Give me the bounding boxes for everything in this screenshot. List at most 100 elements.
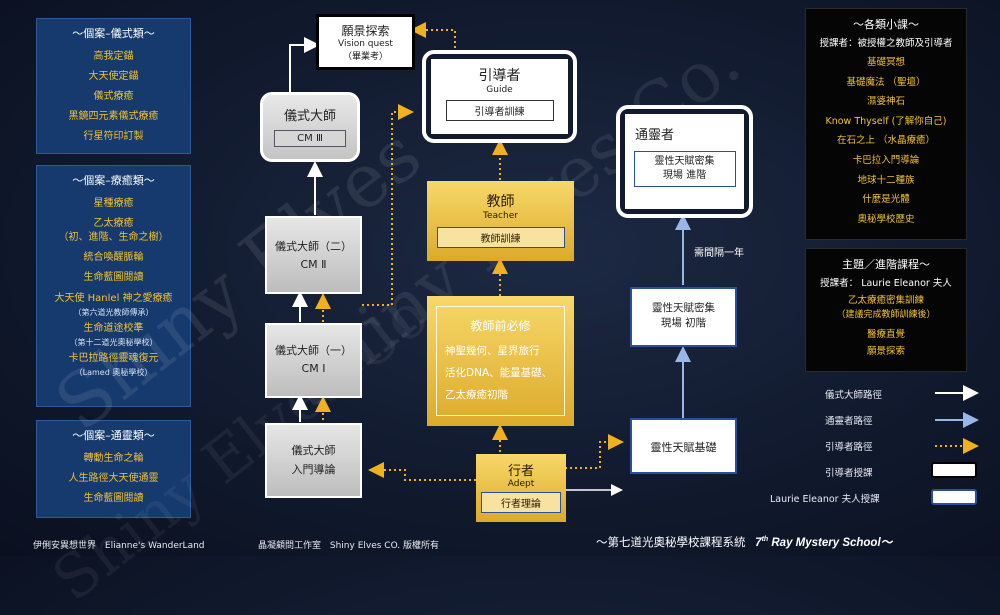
ritual-list: 高我定錨 大天使定錨 儀式療癒 黑鏡四元素儀式療癒 行星符印訂製 (37, 47, 190, 147)
legend-box-laurie (931, 489, 977, 505)
box-inner-course[interactable]: 引導者訓練 (445, 100, 554, 121)
list-item-note: （第十二道光奧秘學校） (69, 338, 158, 347)
gift-basic-box[interactable]: 靈性天賦基礎 (630, 418, 737, 474)
panel-header: ～個案–通靈類～ (72, 429, 155, 442)
panel-header: 主題／進階課程～ (842, 258, 930, 271)
box-subtitle: Vision quest (338, 39, 393, 49)
list-item[interactable]: 卡巴拉入門導論 (852, 154, 920, 166)
footer-studio: 晶凝顧問工作室 (258, 541, 322, 551)
list-item[interactable]: 行星符印訂製 (83, 131, 144, 142)
panel-teacher-note: 授課者：被授權之教師及引導者 (819, 38, 953, 49)
ritual-intro-box[interactable]: 儀式大師 入門導論 (265, 423, 362, 498)
box-subtitle: CM Ⅰ (301, 362, 326, 375)
cm2-box[interactable]: 儀式大師（二） CM Ⅱ (265, 216, 362, 294)
box-inner-course[interactable]: 行者理論 (481, 492, 561, 513)
box-subtitle: Guide (486, 85, 513, 95)
legend-label-guide-teach: 引導者授課 (825, 468, 873, 479)
box-title: 行者 (507, 464, 534, 479)
legend-label-ritual: 儀式大師路徑 (825, 390, 883, 401)
list-item[interactable]: 儀式療癒 (93, 91, 134, 102)
box-subtitle: Adept (507, 479, 535, 489)
arrow-cm3-to-vision (289, 37, 320, 92)
list-item[interactable]: 卡巴拉路徑靈魂復元 (68, 353, 159, 364)
arrow-dotted-cm2-to-guide (362, 104, 414, 306)
box-subtitle: CM Ⅱ (300, 258, 327, 271)
footer-brand-cn: 伊俐安異想世界 (33, 541, 97, 551)
panel-header: ～個案–療癒類～ (72, 174, 155, 187)
footer-en-suffix: Ray Mystery School～ (768, 537, 893, 549)
list-item[interactable]: 願景探索 (866, 346, 905, 357)
gift-intensive-intro-box[interactable]: 靈性天賦密集 現場 初階 (630, 287, 737, 347)
panel-header: ～各類小課～ (853, 18, 919, 31)
list-item[interactable]: Know Thyself (了解你自己) (825, 115, 947, 127)
guide-box-inner: 引導者 Guide 引導者訓練 (431, 59, 568, 134)
arrow-dotted-guide-to-vision (410, 22, 456, 48)
arrow-dotted-gift-to-cm2 (580, 350, 614, 360)
box-title: 靈性天賦基礎 (650, 441, 717, 454)
list-item[interactable]: 統合喚醒脈輪 (83, 252, 144, 263)
gap-note: 需間隔一年 (694, 248, 744, 259)
minor-courses-panel: ～各類小課～ 授課者：被授權之教師及引導者 基礎冥想 基礎魔法 （聖壇） 濕婆神… (805, 8, 967, 240)
pre-teacher-inner: 教師前必修 神聖幾何、星界旅行 活化DNA、能量基礎、 乙太療癒初階 (436, 306, 565, 416)
topic-courses-panel: 主題／進階課程～ 授課者： Laurie Eleanor 夫人 乙太療癒密集訓練… (805, 248, 967, 372)
channeling-cases-panel: ～個案–通靈類～ 轉動生命之輪 人生路徑大天使通靈 生命藍圖閱讀 (36, 420, 191, 518)
legend-label-guide-path: 引導者路徑 (825, 442, 873, 453)
footer-middle: 晶凝顧問工作室 Shiny Elves CO. 版權所有 (258, 538, 439, 551)
box-title: 靈性天賦密集 現場 初階 (652, 302, 715, 329)
list-item[interactable]: 星種療癒 (93, 198, 134, 209)
list-item-note: （第六道光教師傳承） (73, 308, 154, 317)
box-inner-course[interactable]: 靈性天賦密集 現場 進階 (633, 151, 736, 187)
vision-quest-box[interactable]: 願景探索 Vision quest （畢業考） (316, 14, 415, 70)
list-item[interactable]: 人生路徑大天使通靈 (68, 473, 159, 484)
box-title: 儀式大師（一） (275, 344, 352, 357)
list-item[interactable]: 什麼是光體 (862, 194, 910, 206)
list-item[interactable]: 在石之上 （水晶療癒） (836, 135, 936, 147)
list-item[interactable]: 基礎冥想 (866, 57, 905, 68)
box-title: 儀式大師（二） (275, 240, 352, 253)
box-inner-course[interactable]: CM Ⅲ (274, 130, 346, 147)
list-item[interactable]: 基礎魔法 （聖壇） (846, 76, 926, 88)
legend-label-medium: 通靈者路徑 (825, 416, 873, 427)
list-item[interactable]: 地球十二種族 (857, 174, 915, 186)
box-inner-course[interactable]: 教師訓練 (436, 227, 565, 248)
list-item[interactable]: 生命藍圖閱讀 (83, 272, 144, 283)
list-item[interactable]: 轉動生命之輪 (83, 453, 144, 464)
list-item[interactable]: 生命藍圖閱讀 (83, 493, 144, 504)
box-title: 通靈者 (635, 128, 675, 143)
list-item[interactable]: 黑鏡四元素儀式療癒 (68, 111, 159, 122)
list-item-note: （建議完成教師訓練後） (836, 310, 936, 320)
footer-left: 伊俐安異想世界 Elianne's WanderLand (33, 538, 205, 551)
adept-box[interactable]: 行者 Adept 行者理論 (476, 454, 566, 522)
arrow-adept-to-gift-upper (565, 465, 620, 490)
guide-box[interactable]: 引導者 Guide 引導者訓練 (422, 50, 577, 143)
box-title: 願景探索 (341, 24, 390, 38)
list-item[interactable]: 大天使 Hanlel 神之愛療癒 (54, 293, 173, 304)
box-title: 儀式大師 (291, 444, 336, 457)
arrow-dotted-adept-to-gift (565, 434, 624, 469)
box-subtitle: Teacher (483, 211, 518, 221)
pre-teacher-box[interactable]: 教師前必修 神聖幾何、星界旅行 活化DNA、能量基礎、 乙太療癒初階 (427, 296, 574, 426)
legend-label-laurie: Laurie Eleanor 夫人授課 (770, 494, 880, 505)
panel-teacher-note: 授課者： Laurie Eleanor 夫人 (820, 278, 952, 289)
list-item[interactable]: 乙太療癒密集訓練 (847, 295, 924, 306)
teacher-box[interactable]: 教師 Teacher 教師訓練 (427, 181, 574, 261)
list-item[interactable]: 濕婆神石 (866, 96, 905, 108)
list-item[interactable]: 醫療直覺 (866, 329, 905, 340)
box-title: 引導者 (478, 68, 521, 84)
cm1-box[interactable]: 儀式大師（一） CM Ⅰ (265, 323, 362, 398)
footer-right: ～第七道光奧秘學校課程系統 7th Ray Mystery School～ (596, 534, 892, 550)
ritual-cases-panel: ～個案–儀式類～ 高我定錨 大天使定錨 儀式療癒 黑鏡四元素儀式療癒 行星符印訂… (36, 18, 191, 154)
list-item[interactable]: 高我定錨 (93, 51, 134, 62)
box-title: 教師前必修 (470, 319, 531, 333)
footer-copyright: Shiny Elves CO. 版權所有 (329, 541, 440, 551)
cm3-box[interactable]: 儀式大師 CM Ⅲ (260, 92, 360, 162)
footer-en-prefix: 7 (755, 537, 762, 549)
list-item[interactable]: 大天使定錨 (88, 71, 139, 82)
list-item[interactable]: 生命道途校準 (83, 323, 144, 334)
footer-school-en: 7th Ray Mystery School～ (755, 536, 893, 549)
list-item[interactable]: 奧秘學校歷史 (857, 213, 915, 225)
medium-box[interactable]: 通靈者 靈性天賦密集 現場 進階 (616, 105, 753, 218)
flow-connectors (289, 22, 979, 505)
footer-school-cn: ～第七道光奧秘學校課程系統 (596, 535, 746, 549)
list-item[interactable]: 乙太療癒 （初、進階、生命之樹） (58, 218, 169, 243)
